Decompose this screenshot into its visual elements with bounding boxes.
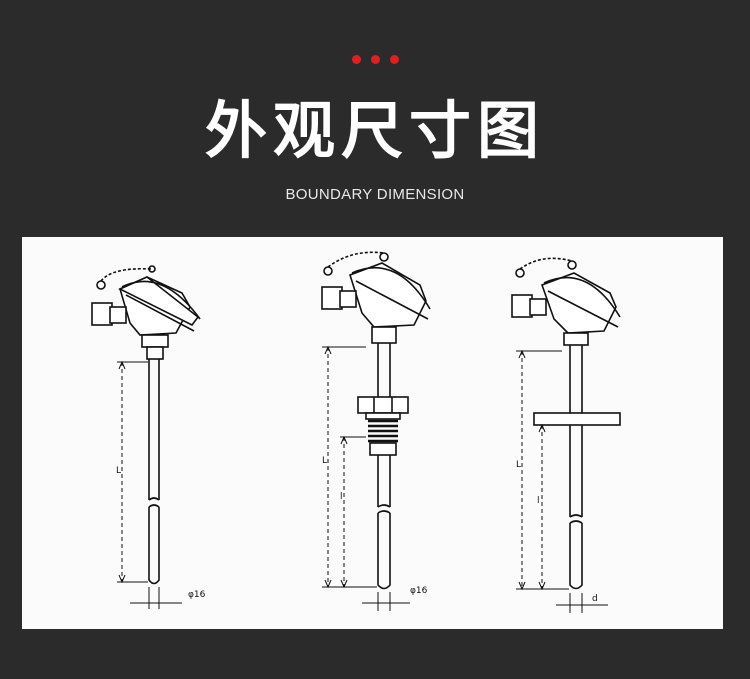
- drawing-threaded-thermocouple: [321, 251, 431, 611]
- length-label-2: L: [322, 456, 327, 466]
- insert-label-3: l: [537, 496, 540, 506]
- technical-drawings: L φ16 L l φ16 L l d: [91, 251, 621, 613]
- drawing-straight-thermocouple: [91, 265, 201, 609]
- diameter-label-3: d: [592, 594, 598, 604]
- page-subtitle: BOUNDARY DIMENSION: [285, 186, 465, 203]
- insert-label-2: l: [340, 492, 343, 502]
- dot-3: [389, 55, 399, 64]
- page-title: 外观尺寸图: [204, 94, 545, 167]
- dot-2: [370, 55, 380, 64]
- length-label-1: L: [116, 466, 121, 476]
- dimension-drawing-panel: L φ16 L l φ16 L l d: [22, 237, 723, 629]
- drawing-flange-thermocouple: [511, 257, 621, 613]
- decorative-dots: [0, 51, 750, 69]
- dot-1: [351, 55, 361, 64]
- diameter-label-2: φ16: [410, 586, 428, 596]
- length-label-3: L: [516, 460, 521, 470]
- diameter-label-1: φ16: [188, 590, 206, 600]
